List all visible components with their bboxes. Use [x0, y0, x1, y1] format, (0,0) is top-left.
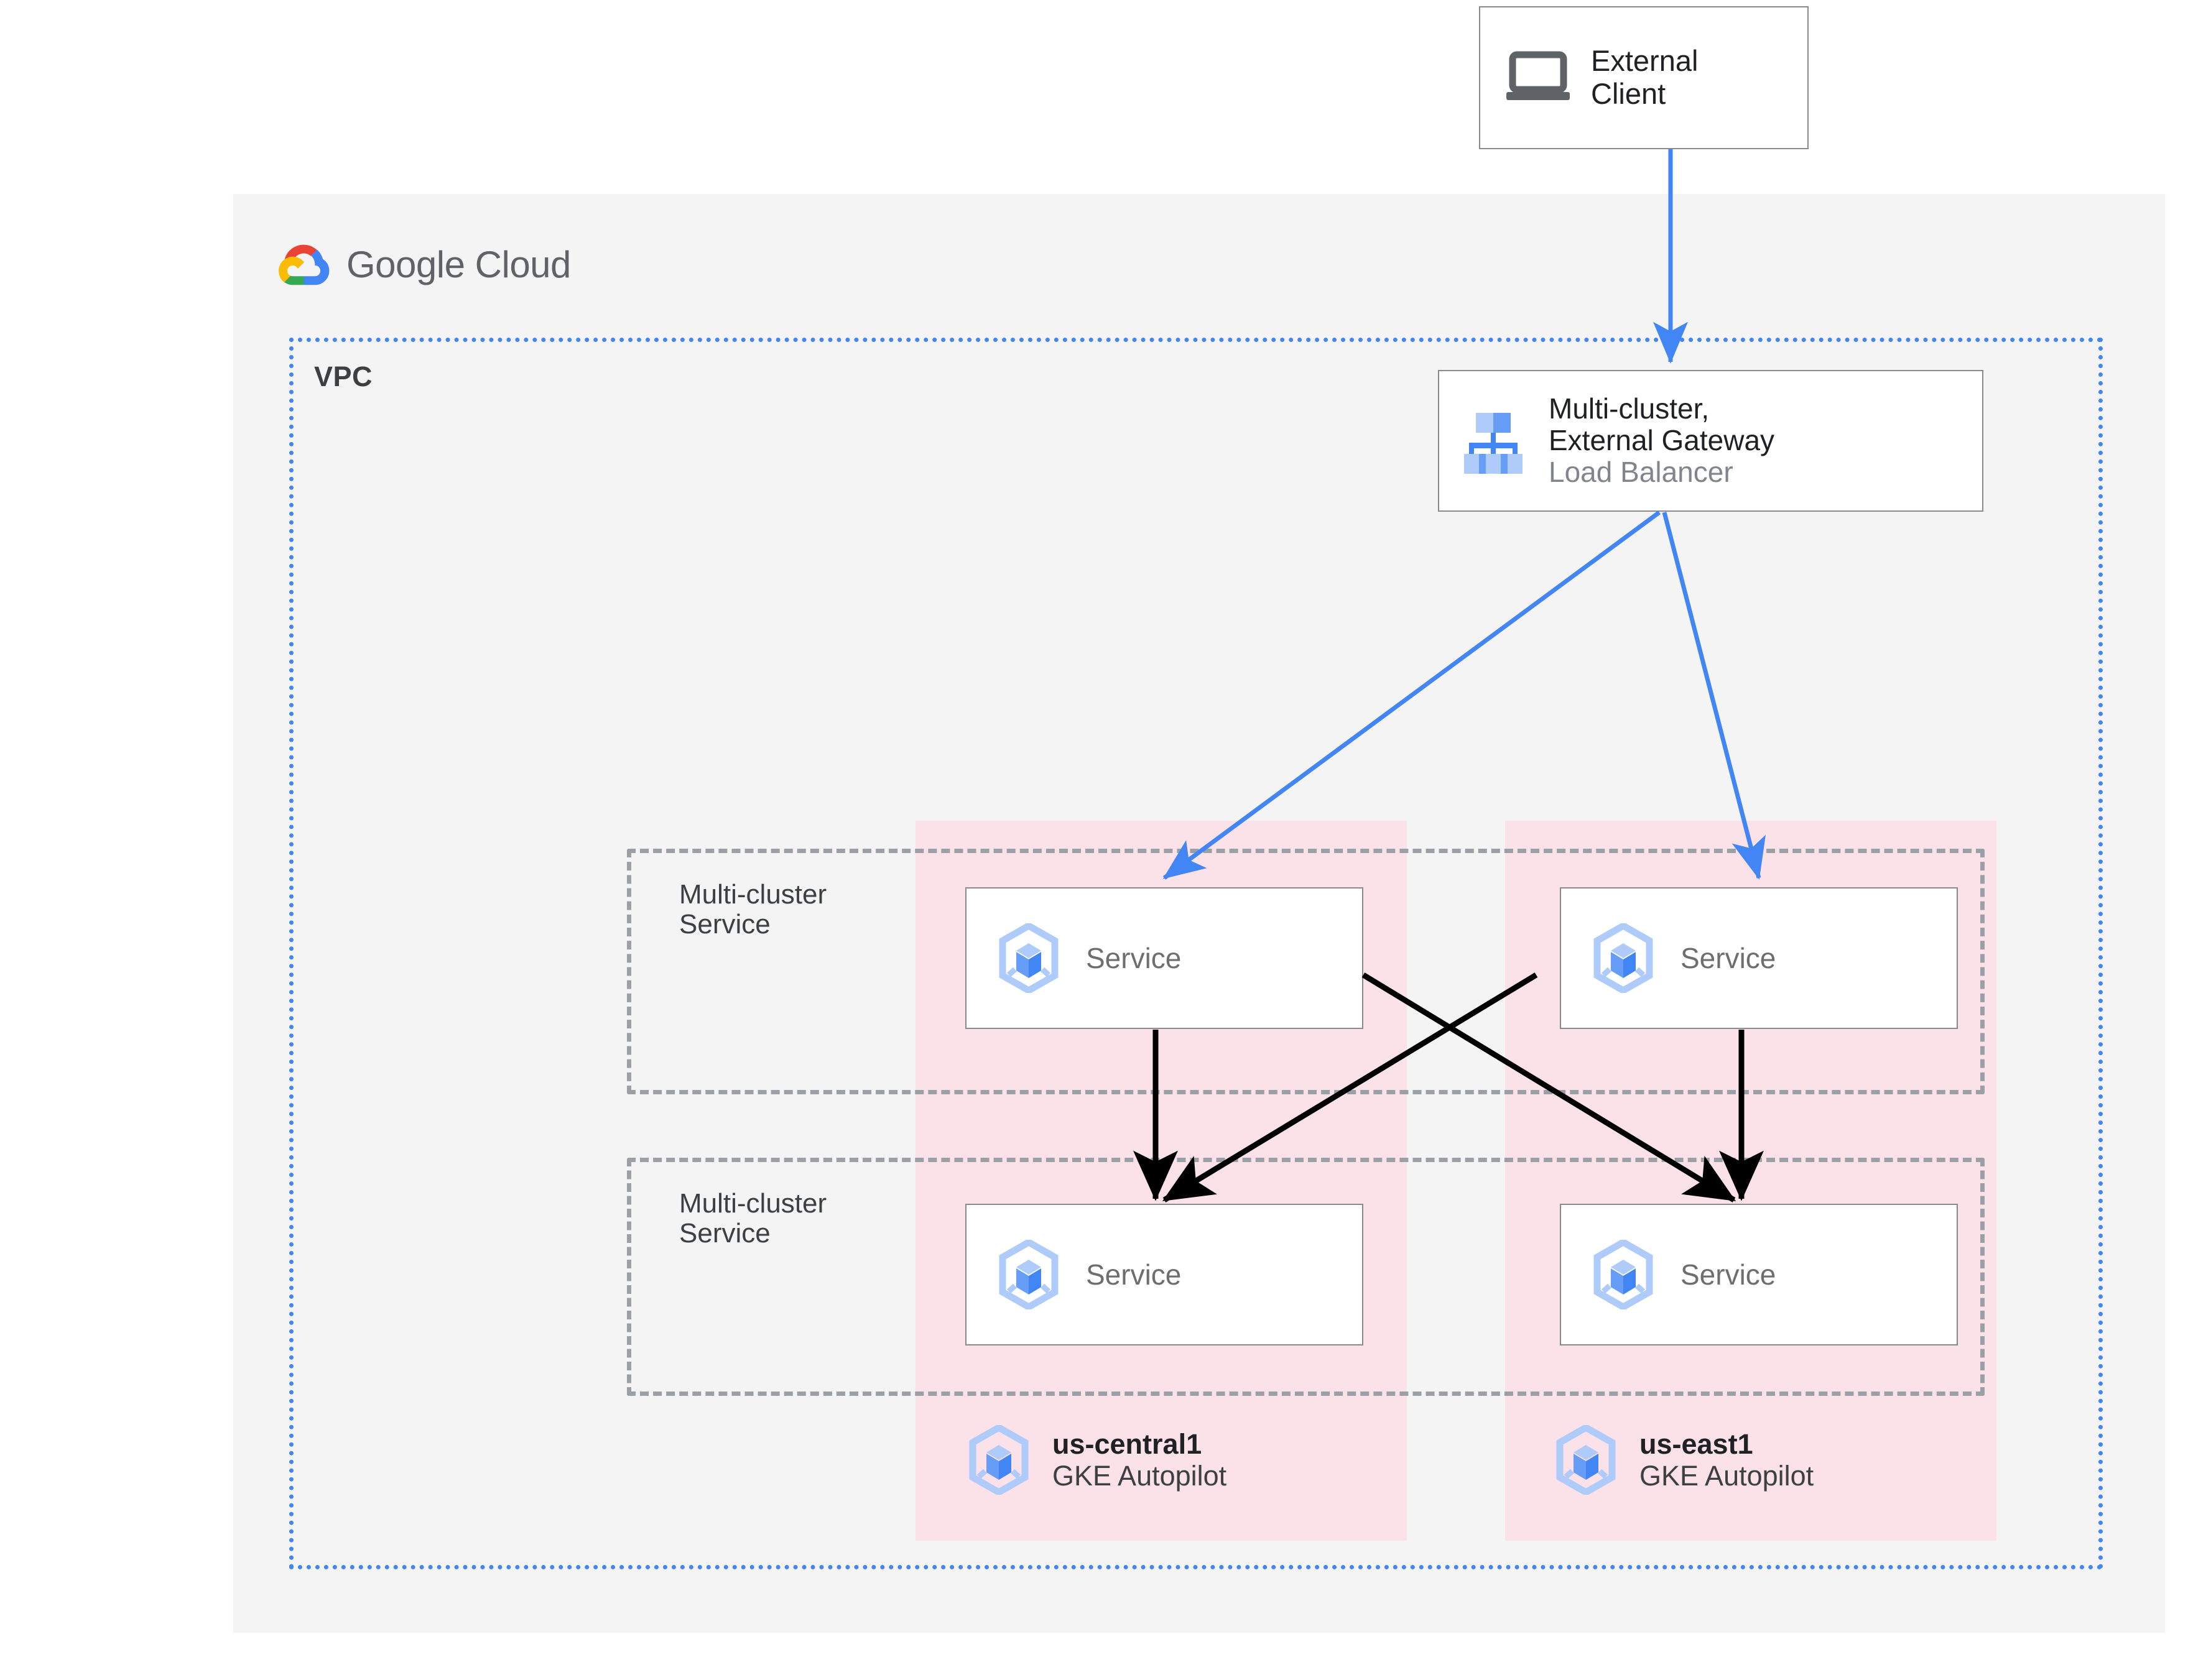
brand-google: Google — [346, 243, 465, 285]
service-label: Service — [1680, 942, 1776, 974]
external-client-line2: Client — [1591, 77, 1666, 110]
multi-cluster-service-label-1: Multi-cluster Service — [679, 880, 827, 939]
brand-cloud: Cloud — [475, 243, 572, 285]
external-client-label: External Client — [1591, 45, 1698, 110]
cluster-footer-us-east1: us-east1 GKE Autopilot — [1555, 1425, 1814, 1495]
cluster-footer-text: us-east1 GKE Autopilot — [1639, 1428, 1814, 1492]
mcs-label-line2: Service — [679, 908, 771, 939]
service-node-top-left[interactable]: Service — [965, 887, 1363, 1029]
kubernetes-service-icon — [999, 1240, 1059, 1309]
gke-cluster-icon — [969, 1425, 1029, 1495]
google-cloud-logo-icon — [279, 244, 330, 285]
load-balancer-title-line1: Multi-cluster, — [1549, 392, 1710, 425]
cluster-footer-us-central1: us-central1 GKE Autopilot — [968, 1425, 1226, 1495]
load-balancer-icon — [1464, 413, 1523, 474]
kubernetes-service-icon — [1593, 923, 1653, 993]
cluster-name: us-central1 — [1052, 1428, 1202, 1460]
google-cloud-wordmark: Google Cloud — [346, 243, 571, 286]
service-node-top-right[interactable]: Service — [1560, 887, 1958, 1029]
load-balancer-subtitle: Load Balancer — [1549, 456, 1733, 489]
cluster-name: us-east1 — [1639, 1428, 1753, 1460]
service-node-bottom-left[interactable]: Service — [965, 1204, 1363, 1345]
multi-cluster-service-label-2: Multi-cluster Service — [679, 1189, 827, 1248]
external-client-node[interactable]: External Client — [1479, 6, 1809, 149]
service-label: Service — [1086, 1258, 1182, 1291]
service-label: Service — [1086, 942, 1182, 974]
mcs-label-line2: Service — [679, 1217, 771, 1248]
mcs-label-line1: Multi-cluster — [679, 879, 827, 910]
kubernetes-service-icon — [999, 923, 1059, 993]
service-node-bottom-right[interactable]: Service — [1560, 1204, 1958, 1345]
vpc-boundary — [289, 338, 2103, 1569]
laptop-icon — [1506, 51, 1570, 100]
gke-cluster-icon — [1556, 1425, 1616, 1495]
cluster-type: GKE Autopilot — [1052, 1460, 1227, 1492]
load-balancer-text: Multi-cluster, External Gateway Load Bal… — [1549, 393, 1774, 489]
service-label: Service — [1680, 1258, 1776, 1291]
cluster-footer-text: us-central1 GKE Autopilot — [1052, 1428, 1226, 1492]
load-balancer-title-line2: External Gateway — [1549, 423, 1775, 456]
mcs-label-line1: Multi-cluster — [679, 1188, 827, 1219]
vpc-label: VPC — [314, 361, 373, 392]
load-balancer-node[interactable]: Multi-cluster, External Gateway Load Bal… — [1438, 370, 1983, 512]
cluster-type: GKE Autopilot — [1639, 1460, 1814, 1492]
external-client-line1: External — [1591, 44, 1699, 78]
google-cloud-branding: Google Cloud — [277, 230, 700, 298]
kubernetes-service-icon — [1593, 1240, 1653, 1309]
